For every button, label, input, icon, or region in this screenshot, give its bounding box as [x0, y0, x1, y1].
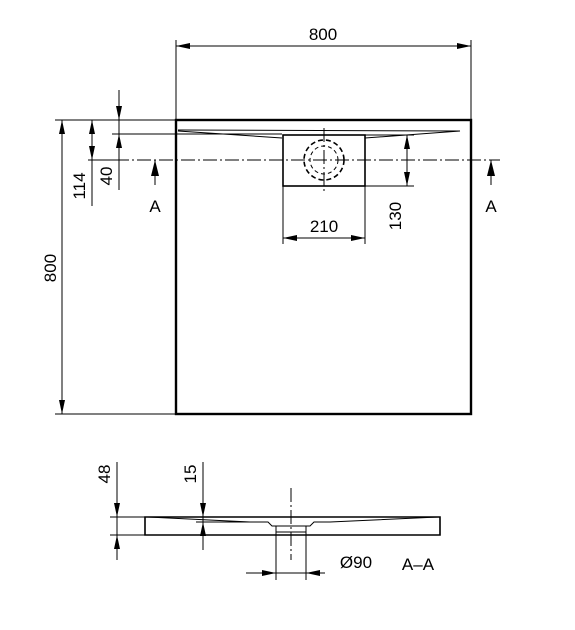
arrow-130-top: [404, 135, 410, 149]
arrow-210-right: [351, 235, 365, 241]
arrow-48-bottom: [114, 535, 120, 549]
arrow-114-top: [89, 120, 95, 134]
arrow-15-bottom: [200, 522, 206, 536]
section-marker-left: A: [149, 197, 161, 216]
arrow-left-bottom: [59, 400, 65, 414]
dim-114-label: 114: [70, 172, 89, 199]
arrow-left-top: [59, 120, 65, 134]
arrow-40-top: [116, 106, 122, 120]
dim-130-label: 130: [386, 202, 405, 230]
arrow-40-bottom: [116, 134, 122, 148]
section-marker-left-arrow: [151, 160, 159, 176]
arrow-130-bottom: [404, 172, 410, 186]
arrow-90-left: [262, 570, 276, 576]
section-marker-right: A: [485, 197, 497, 216]
section-view: 48 15 Ø90 A–A: [95, 462, 441, 580]
tray-inner-slope: [147, 516, 439, 527]
plan-view: 800 800 114 40 A A 210: [41, 25, 500, 416]
section-marker-right-arrow: [487, 160, 495, 176]
dim-width-label: 800: [309, 25, 337, 44]
section-label: A–A: [402, 555, 435, 574]
dim-depth-label: 800: [41, 254, 60, 282]
arrow-114-bottom: [89, 146, 95, 160]
dim-210-label: 210: [310, 217, 338, 236]
dim-48-label: 48: [95, 465, 114, 484]
arrow-210-left: [283, 235, 297, 241]
arrow-top-right: [457, 43, 471, 49]
arrow-top-left: [176, 43, 190, 49]
tray-slope-line: [177, 129, 461, 132]
arrow-15-top: [200, 503, 206, 517]
arrow-48-top: [114, 503, 120, 517]
dim-15-label: 15: [181, 465, 200, 484]
arrow-90-right: [306, 570, 320, 576]
dim-40-label: 40: [97, 167, 116, 186]
tray-profile: [144, 516, 441, 536]
dim-90-label: Ø90: [340, 553, 372, 572]
tray-outline: [174, 118, 473, 416]
